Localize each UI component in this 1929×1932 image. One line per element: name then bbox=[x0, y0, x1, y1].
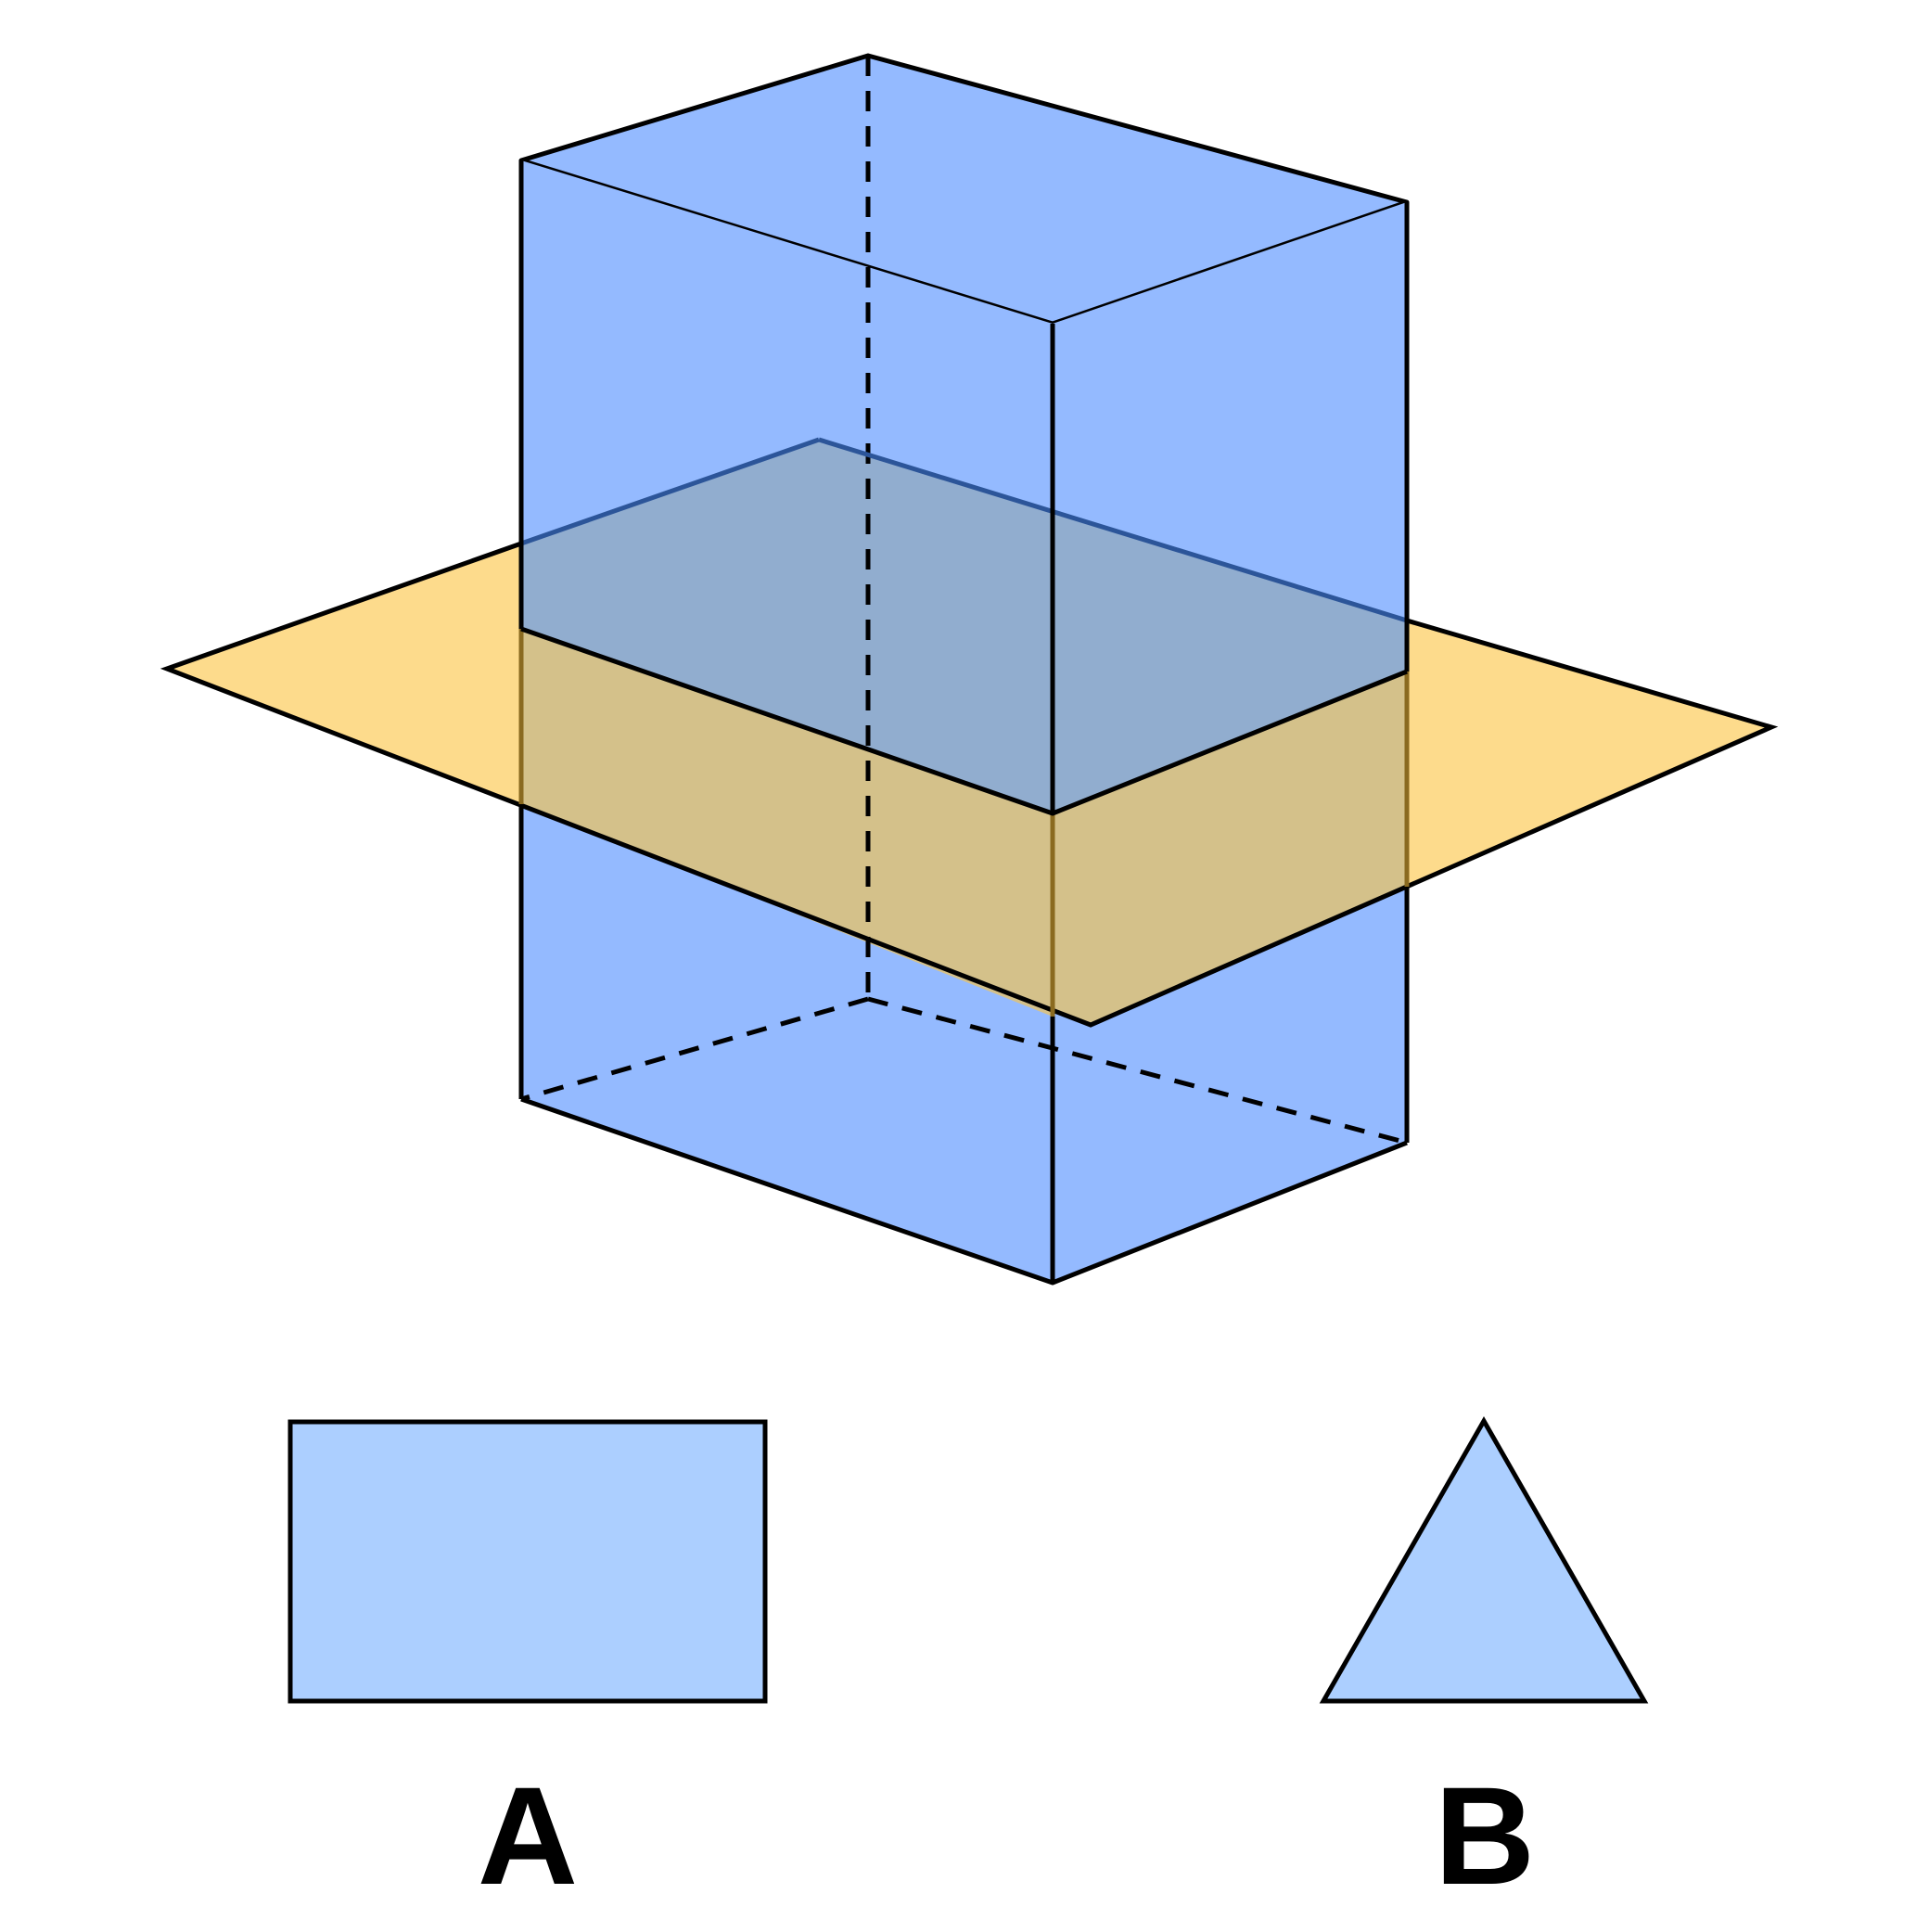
plane-right-visible bbox=[1407, 621, 1771, 887]
plane-edge-back-hidden bbox=[520, 437, 820, 546]
option-b-triangle bbox=[1319, 1415, 1649, 1704]
option-b-label: B bbox=[1435, 1758, 1535, 1913]
hidden-edges bbox=[520, 56, 1408, 1145]
option-a[interactable]: A bbox=[287, 1419, 768, 1913]
cutting-plane bbox=[167, 440, 1771, 1025]
plane-left-visible bbox=[167, 544, 521, 804]
plane-edge-back-right-hidden bbox=[818, 437, 1408, 623]
option-a-rectangle bbox=[287, 1419, 768, 1704]
plane-outline bbox=[160, 437, 1779, 1028]
cross-section-outline bbox=[520, 626, 1408, 816]
hidden-edge-bottom-left bbox=[520, 996, 869, 1102]
plane-behind-right-face bbox=[1053, 672, 1407, 1025]
option-a-label: A bbox=[478, 1758, 578, 1913]
plane-edge-back-left bbox=[160, 541, 1779, 1028]
plane-behind-left-face bbox=[521, 629, 1053, 1017]
option-b[interactable]: B bbox=[1319, 1415, 1649, 1913]
hidden-edge-bottom-right bbox=[867, 996, 1408, 1145]
visible-edges bbox=[518, 160, 1410, 1286]
edge-bottom-front bbox=[520, 1096, 1408, 1286]
cross-section-top bbox=[521, 440, 1407, 813]
